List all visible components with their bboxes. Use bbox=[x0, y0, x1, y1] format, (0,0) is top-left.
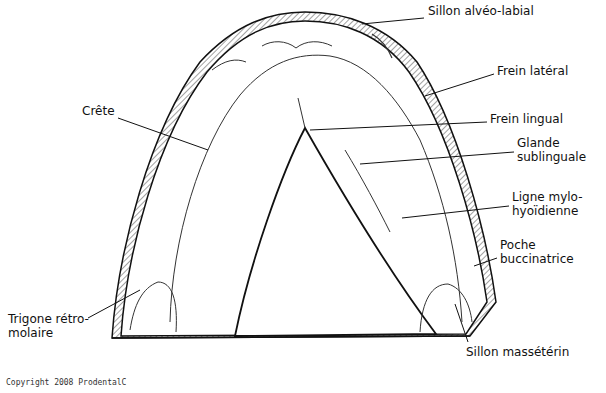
gland-label: Glande sublinguale bbox=[517, 136, 601, 164]
sulcus-label: Sillon alvéo-labial bbox=[428, 4, 534, 18]
frenum-lateral bbox=[372, 34, 392, 58]
base-line bbox=[112, 336, 470, 338]
lingual-space bbox=[235, 128, 436, 336]
trigone-label: Trigone rétro- molaire bbox=[8, 312, 96, 340]
line-label: Ligne mylo- hyoïdienne bbox=[512, 190, 594, 218]
crest-line bbox=[170, 55, 462, 322]
frenum-label: Frein latéral bbox=[497, 64, 568, 78]
leader-lines bbox=[88, 18, 514, 342]
ridge-label: Crête bbox=[82, 104, 115, 118]
sulcus-label: Sillon massétérin bbox=[466, 345, 569, 359]
retromolar-pad bbox=[130, 282, 176, 332]
retromolar-pad bbox=[420, 284, 472, 332]
crest-detail bbox=[212, 60, 246, 70]
alveolar-ridge bbox=[121, 21, 487, 336]
pouch-label: Poche buccinatrice bbox=[500, 238, 590, 266]
copyright-note: Copyright 2008 ProdentalC bbox=[6, 378, 126, 388]
frenum-label: Frein lingual bbox=[490, 112, 563, 126]
crest-detail bbox=[262, 42, 332, 48]
frenum-lingual bbox=[298, 98, 305, 128]
outer-contour bbox=[112, 12, 496, 338]
